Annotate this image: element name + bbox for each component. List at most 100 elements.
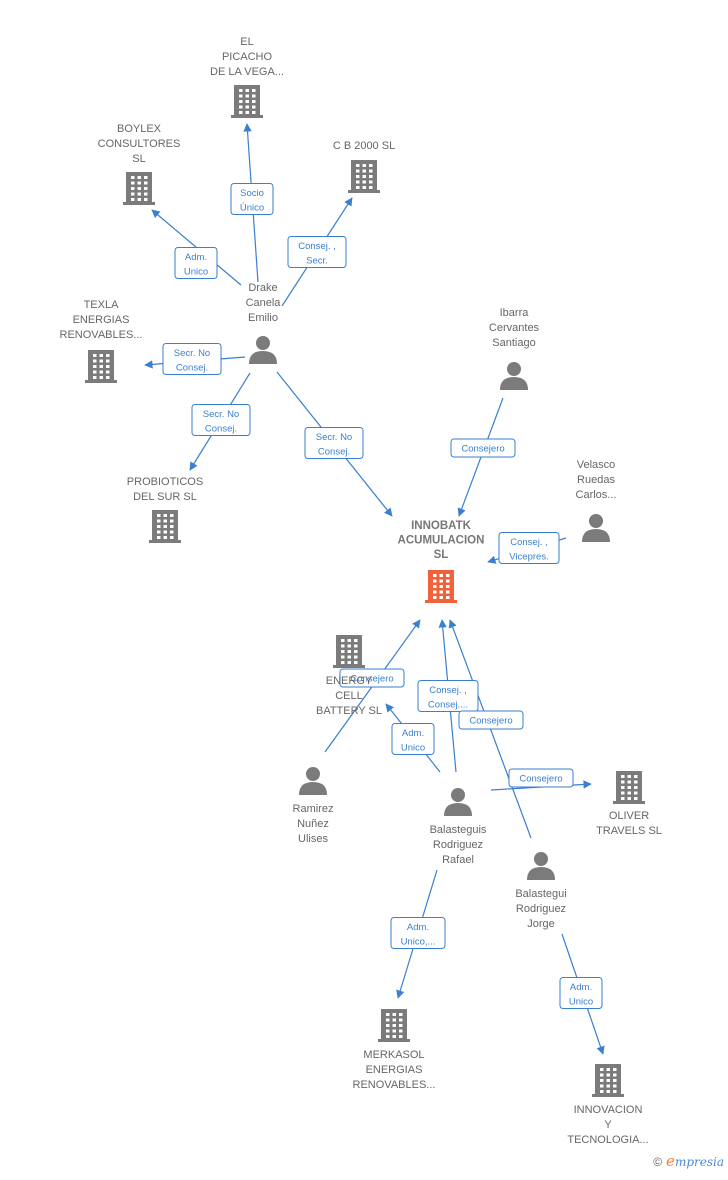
node-label: RENOVABLES... bbox=[60, 329, 143, 341]
node-label: Canela bbox=[246, 297, 282, 309]
node-merkasol[interactable]: MERKASOL ENERGIAS RENOVABLES... bbox=[353, 1009, 436, 1091]
node-label: TECNOLOGIA... bbox=[567, 1134, 648, 1146]
person-icon bbox=[500, 362, 528, 390]
node-label: Santiago bbox=[492, 337, 535, 349]
node-label: EL bbox=[240, 36, 253, 48]
node-label: Ruedas bbox=[577, 474, 615, 486]
edge-label-balastegui_jorge-to-innobatk[interactable]: Consejero bbox=[458, 710, 524, 730]
edge-label-text: Adm. bbox=[570, 982, 592, 993]
node-label: SL bbox=[132, 153, 145, 165]
node-label: BOYLEX bbox=[117, 123, 162, 135]
edge-label-drake-to-texla[interactable]: Secr. No Consej. bbox=[162, 343, 222, 375]
edge-label-text: Adm. bbox=[185, 252, 207, 263]
building-icon bbox=[333, 635, 365, 668]
edge-label-text: Único bbox=[240, 203, 264, 214]
node-label: Ramirez bbox=[293, 803, 334, 815]
edge-label-text: Consejero bbox=[461, 444, 504, 455]
edge-label-text: Consej. bbox=[318, 447, 350, 458]
edge-label-box bbox=[458, 710, 524, 730]
node-el-picacho[interactable]: EL PICACHO DE LA VEGA... bbox=[210, 36, 284, 118]
copyright-symbol: © bbox=[653, 1155, 663, 1169]
node-label: Balasteguis bbox=[430, 824, 487, 836]
node-velasco[interactable]: VelascoRuedasCarlos... bbox=[576, 459, 617, 542]
node-label: PROBIOTICOS bbox=[127, 476, 203, 488]
edge-label-box bbox=[339, 668, 405, 688]
building-icon bbox=[348, 160, 380, 193]
edge-label-ramirez-to-innobatk[interactable]: Consejero bbox=[339, 668, 405, 688]
node-label: RENOVABLES... bbox=[353, 1079, 436, 1091]
edge-label-ibarra-to-innobatk[interactable]: Consejero bbox=[450, 438, 516, 458]
node-label: Velasco bbox=[577, 459, 616, 471]
edge-label-box bbox=[174, 247, 218, 279]
node-label: ENERGIAS bbox=[73, 314, 130, 326]
node-label: Rodriguez bbox=[516, 903, 566, 915]
node-texla[interactable]: TEXLA ENERGIAS RENOVABLES... bbox=[60, 299, 143, 383]
node-label: DE LA VEGA... bbox=[210, 66, 284, 78]
edge-label-box bbox=[390, 917, 446, 949]
node-label: CONSULTORES bbox=[98, 138, 181, 150]
node-label: TEXLA bbox=[84, 299, 120, 311]
node-label: Drake bbox=[248, 282, 277, 294]
node-label: Nuñez bbox=[297, 818, 329, 830]
edge-label-box bbox=[162, 343, 222, 375]
building-icon bbox=[123, 172, 155, 205]
node-innovacion[interactable]: INNOVACIONYTECNOLOGIA... bbox=[567, 1064, 649, 1146]
edge-label-balasteguis_rafael-to-innobatk[interactable]: Consej. ,Consej.... bbox=[417, 680, 479, 712]
edge-label-text: Secr. No bbox=[174, 348, 210, 359]
edge-label-text: Vicepres. bbox=[509, 552, 548, 563]
node-label: Carlos... bbox=[576, 489, 617, 501]
node-label: BATTERY SL bbox=[316, 705, 382, 717]
edge-label-text: Consej. bbox=[176, 363, 208, 374]
node-label: ENERGIAS bbox=[366, 1064, 423, 1076]
edge-label-velasco-to-innobatk[interactable]: Consej. , Vicepres. bbox=[498, 532, 560, 564]
edge-label-balasteguis_rafael-to-oliver[interactable]: Consejero bbox=[508, 768, 574, 788]
node-cb2000[interactable]: C B 2000 SL bbox=[333, 140, 395, 193]
edge-label-text: Secr. No bbox=[203, 409, 239, 420]
building-icon bbox=[592, 1064, 624, 1097]
node-label: Emilio bbox=[248, 312, 278, 324]
person-icon bbox=[527, 852, 555, 880]
node-label: ENERGY bbox=[326, 675, 373, 687]
person-icon bbox=[444, 788, 472, 816]
edge-label-balasteguis_rafael-to-merkasol[interactable]: Adm.Unico,... bbox=[390, 917, 446, 949]
building-icon bbox=[85, 350, 117, 383]
edge-label-text: Unico bbox=[401, 743, 425, 754]
edge-label-text: Adm. bbox=[402, 728, 424, 739]
edge-label-text: Consejero bbox=[350, 674, 393, 685]
person-icon bbox=[299, 767, 327, 795]
node-boylex[interactable]: BOYLEX CONSULTORES SL bbox=[98, 123, 181, 205]
node-label: TRAVELS SL bbox=[596, 825, 662, 837]
edge-label-text: Consej. bbox=[205, 424, 237, 435]
brand-name: mpresia bbox=[674, 1155, 724, 1169]
node-label: ACUMULACION bbox=[398, 535, 485, 547]
node-label: PICACHO bbox=[222, 51, 273, 63]
edge-label-box bbox=[304, 427, 364, 459]
node-label: Rodriguez bbox=[433, 839, 483, 851]
nodes-layer: EL PICACHO DE LA VEGA... BOYLEX CONSULTORES S… bbox=[60, 36, 662, 1146]
edge-label-text: Consejero bbox=[519, 774, 562, 785]
edge-label-drake-to-boylex[interactable]: Adm.Unico bbox=[174, 247, 218, 279]
building-icon bbox=[378, 1009, 410, 1042]
edge-label-drake-to-cb2000[interactable]: Consej. ,Secr. bbox=[287, 236, 347, 268]
edge-label-balastegui_jorge-to-innovacion[interactable]: Adm.Unico bbox=[559, 977, 603, 1009]
empresia-watermark[interactable]: ©empresia bbox=[653, 1152, 724, 1170]
node-label: Y bbox=[604, 1119, 612, 1131]
edge-label-box bbox=[559, 977, 603, 1009]
edge-label-balasteguis_rafael-to-energy_cell[interactable]: Adm. Unico bbox=[391, 723, 435, 755]
edge-label-drake-to-probioticos[interactable]: Secr. No Consej. bbox=[191, 404, 251, 436]
edge-label-text: Consej. , bbox=[510, 537, 548, 548]
edge-label-text: Secr. bbox=[306, 256, 328, 267]
node-label: MERKASOL bbox=[363, 1049, 424, 1061]
